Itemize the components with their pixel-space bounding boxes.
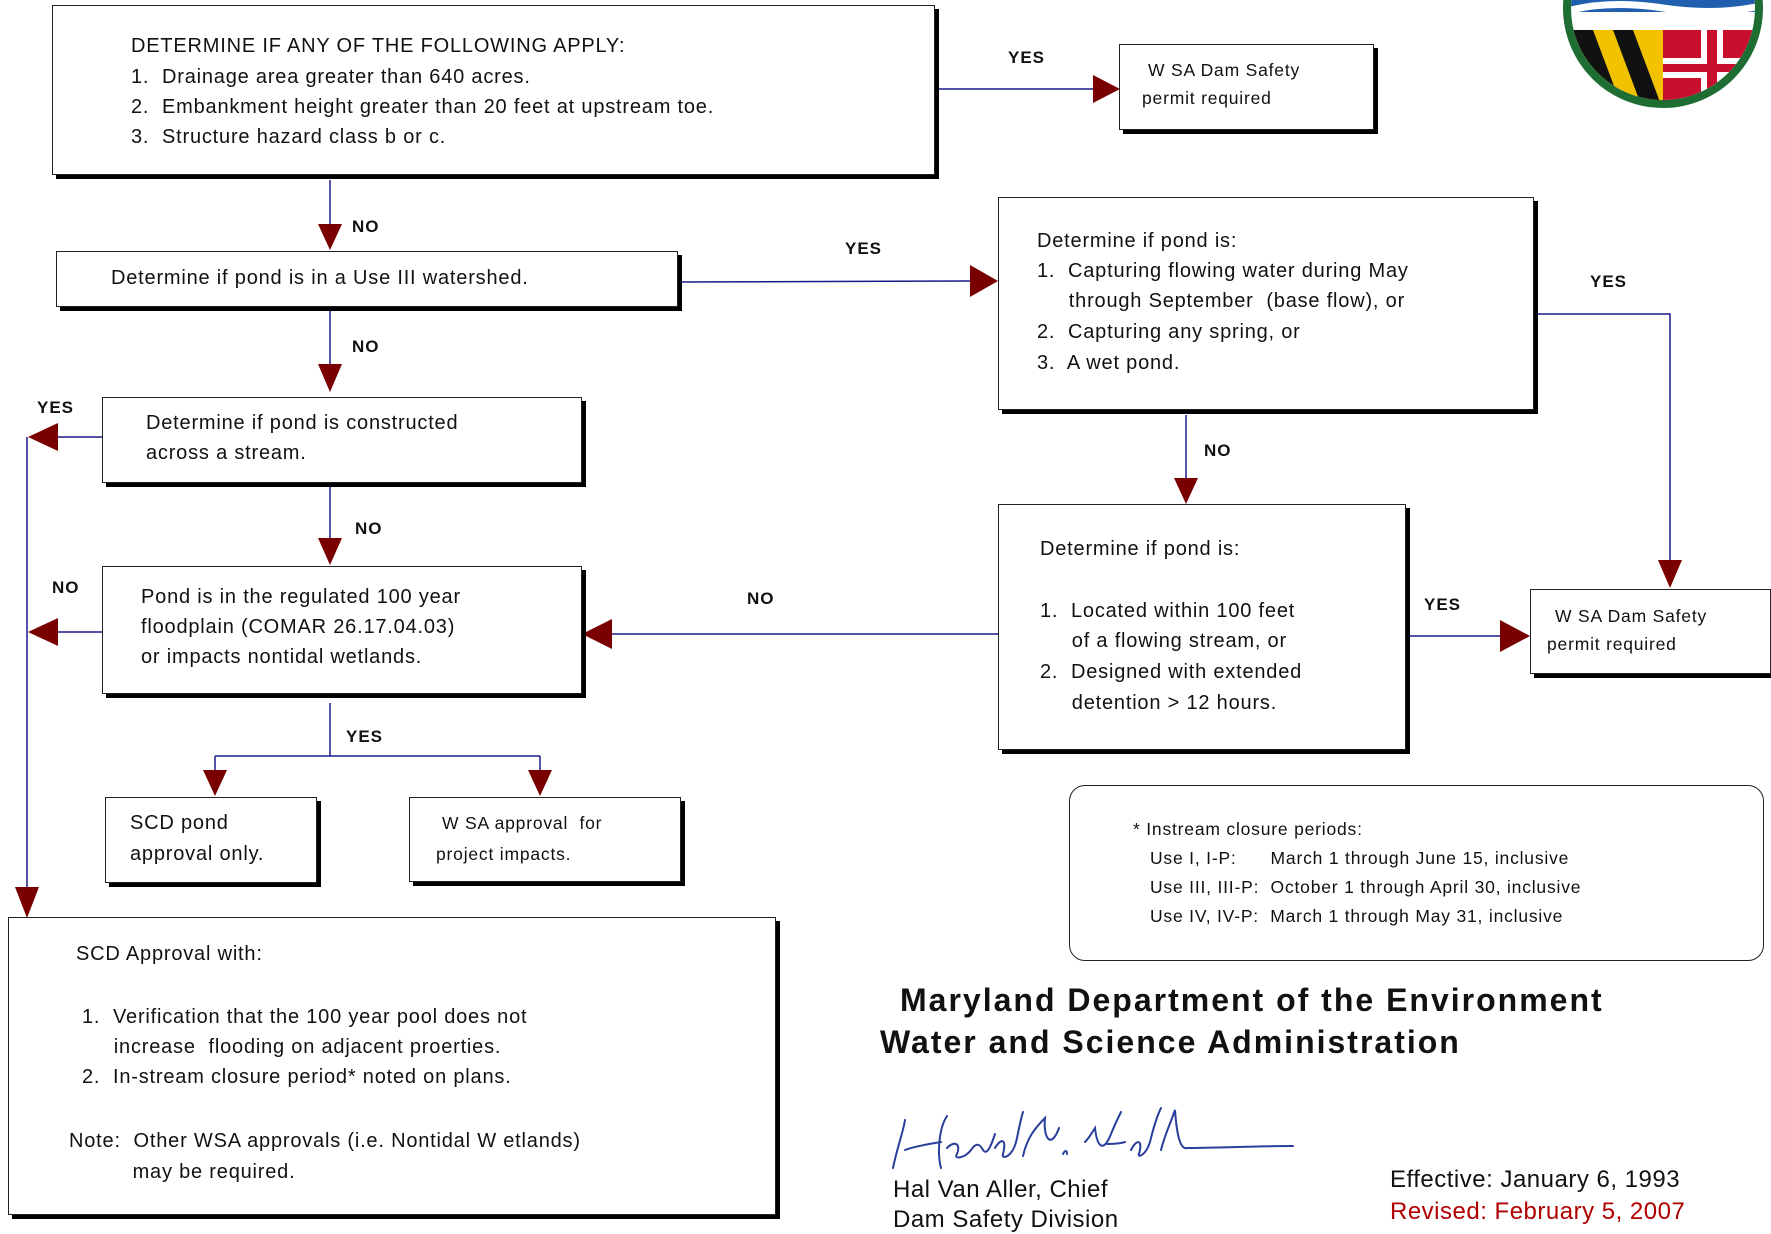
arrowhead-down — [318, 224, 342, 250]
permit-line: W SA Dam Safety — [1148, 60, 1301, 80]
across-stream-line: Determine if pond is constructed — [146, 412, 459, 434]
scd-approval-line: Note: Other WSA approvals (i.e. Nontidal… — [69, 1130, 581, 1152]
yes-label: YES — [37, 398, 75, 417]
no-label: NO — [52, 578, 80, 597]
capturing-line: 3. A wet pond. — [1037, 352, 1181, 374]
criteria-item: 2. Embankment height greater than 20 fee… — [131, 96, 715, 118]
criteria-item: 1. Drainage area greater than 640 acres. — [131, 66, 531, 88]
wsa-impacts-box: W SA approval for project impacts. — [409, 797, 681, 882]
scd-approval-line: may be required. — [69, 1161, 296, 1183]
scd-pond-approval-box: SCD pond approval only. — [105, 797, 317, 883]
use-iii-box: Determine if pond is in a Use III waters… — [56, 251, 678, 307]
signatory-title: Dam Safety Division — [893, 1206, 1119, 1233]
maryland-mde-seal-icon — [1563, 0, 1763, 108]
closure-line: Use IV, IV-P: March 1 through May 31, in… — [1133, 906, 1564, 926]
capturing-line: 1. Capturing flowing water during May — [1037, 260, 1409, 282]
no-label: NO — [355, 519, 383, 538]
arrowhead-down — [528, 770, 552, 796]
arrowhead-left — [582, 619, 612, 649]
capturing-line: 2. Capturing any spring, or — [1037, 321, 1301, 343]
agency-subtitle: Water and Science Administration — [880, 1024, 1461, 1060]
yes-label: YES — [1008, 48, 1046, 67]
permit-line: permit required — [1547, 634, 1677, 654]
capturing-line: through September (base flow), or — [1037, 290, 1406, 312]
permit-line: permit required — [1142, 88, 1272, 108]
scd-only-line: SCD pond — [130, 812, 229, 834]
yes-label: YES — [1424, 595, 1462, 614]
scd-approval-line: 2. In-stream closure period* noted on pl… — [82, 1066, 512, 1088]
arrowhead-left — [28, 618, 58, 646]
permit-required-right-box: W SA Dam Safety permit required — [1530, 589, 1771, 674]
scd-approval-box: SCD Approval with: 1. Verification that … — [8, 917, 776, 1215]
capturing-box: Determine if pond is: 1. Capturing flowi… — [998, 197, 1534, 410]
floodplain-line: or impacts nontidal wetlands. — [141, 646, 423, 668]
floodplain-line: floodplain (COMAR 26.17.04.03) — [141, 616, 456, 638]
located-line: of a flowing stream, or — [1040, 630, 1287, 652]
agency-title: Maryland Department of the Environment — [900, 982, 1604, 1018]
wsa-impacts-line: W SA approval for — [442, 813, 603, 833]
scd-approval-line: SCD Approval with: — [76, 943, 263, 965]
handwritten-signature-icon — [892, 1107, 1294, 1169]
closure-periods-box: * Instream closure periods: Use I, I-P: … — [1069, 785, 1764, 961]
closure-line: * Instream closure periods: — [1133, 819, 1363, 839]
criteria-heading: DETERMINE IF ANY OF THE FOLLOWING APPLY: — [131, 35, 626, 57]
no-label: NO — [352, 337, 380, 356]
arrowhead-down — [1174, 478, 1198, 504]
arrowhead-right — [1093, 75, 1120, 103]
permit-line: W SA Dam Safety — [1555, 606, 1708, 626]
located-line: 1. Located within 100 feet — [1040, 600, 1296, 622]
closure-line: Use III, III-P: October 1 through April … — [1133, 877, 1582, 897]
scd-only-line: approval only. — [130, 843, 265, 865]
arrowhead-right — [1500, 620, 1530, 652]
no-label: NO — [747, 589, 775, 608]
across-stream-line: across a stream. — [146, 442, 307, 464]
criteria-item: 3. Structure hazard class b or c. — [131, 126, 447, 148]
arrowhead-down — [203, 770, 227, 796]
yes-label: YES — [346, 727, 384, 746]
floodplain-box: Pond is in the regulated 100 year floodp… — [102, 566, 582, 694]
scd-approval-line: increase flooding on adjacent proerties. — [82, 1036, 502, 1058]
yes-label: YES — [845, 239, 883, 258]
no-label: NO — [352, 217, 380, 236]
arrowhead-down — [318, 538, 342, 565]
located-line: 2. Designed with extended — [1040, 661, 1303, 683]
no-label: NO — [1204, 441, 1232, 460]
arrowhead-down — [1658, 560, 1682, 588]
capturing-line: Determine if pond is: — [1037, 230, 1238, 252]
located-box: Determine if pond is: 1. Located within … — [998, 504, 1406, 750]
arrowhead-down — [318, 364, 342, 392]
use-iii-text: Determine if pond is in a Use III waters… — [111, 267, 529, 289]
located-line: detention > 12 hours. — [1040, 692, 1278, 714]
located-line: Determine if pond is: — [1040, 538, 1241, 560]
signatory-name: Hal Van Aller, Chief — [893, 1176, 1108, 1203]
wsa-impacts-line: project impacts. — [436, 844, 572, 864]
revised-date: Revised: February 5, 2007 — [1390, 1198, 1686, 1225]
yes-label: YES — [1590, 272, 1628, 291]
arrowhead-down — [15, 887, 39, 918]
arrowhead-left — [28, 423, 58, 451]
effective-date: Effective: January 6, 1993 — [1390, 1166, 1681, 1193]
floodplain-line: Pond is in the regulated 100 year — [141, 586, 461, 608]
permit-required-top-box: W SA Dam Safety permit required — [1119, 44, 1374, 130]
arrowhead-right — [970, 265, 998, 297]
closure-line: Use I, I-P: March 1 through June 15, inc… — [1133, 848, 1570, 868]
scd-approval-line: 1. Verification that the 100 year pool d… — [82, 1006, 528, 1028]
across-stream-box: Determine if pond is constructed across … — [102, 397, 582, 483]
criteria-box: DETERMINE IF ANY OF THE FOLLOWING APPLY:… — [52, 5, 935, 175]
